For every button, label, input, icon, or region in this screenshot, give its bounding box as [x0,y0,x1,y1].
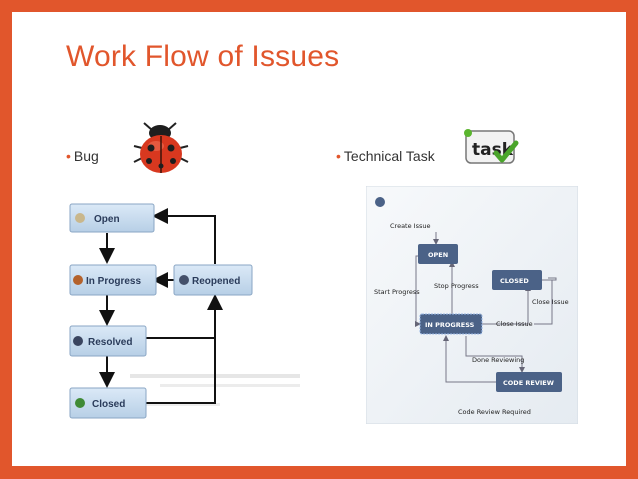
bullet-dot: • [66,148,71,164]
task-checkmark-icon: task [462,125,522,170]
node-closed: Closed [69,387,147,419]
tt-node-open: OPEN [418,244,458,264]
bullet-technical-task: •Technical Task [336,148,435,164]
tt-node-in-progress: IN PROGRESS [419,313,483,335]
node-reopened-label: Reopened [192,276,240,287]
tt-node-closed-label: CLOSED [500,277,529,285]
slide-title: Work Flow of Issues [66,40,340,73]
node-resolved-label: Resolved [88,337,132,348]
bullet-dot: • [336,148,341,164]
bullet-bug: •Bug [66,148,99,164]
transition-start-progress: Start Progress [374,288,420,296]
transition-close-issue-1: Close Issue [532,298,569,306]
ladybug-icon [130,120,192,178]
bullet-bug-label: Bug [73,148,99,164]
tt-node-open-label: OPEN [428,251,448,259]
transition-stop-progress: Stop Progress [434,282,479,290]
node-in-progress: In Progress [69,264,157,296]
bullet-technical-task-label: Technical Task [343,148,435,164]
node-reopened: Reopened [173,264,253,296]
node-in-progress-label: In Progress [86,276,141,287]
node-closed-label: Closed [92,399,125,410]
transition-done-reviewing: Done Reviewing [472,356,524,364]
tt-node-code-review: CODE REVIEW [496,372,562,392]
transition-create-issue: Create Issue [390,222,430,230]
node-open: Open [69,203,155,233]
transition-close-issue-2: Close Issue [496,320,533,328]
node-resolved: Resolved [69,325,147,357]
node-open-label: Open [94,214,120,225]
tt-node-code-review-label: CODE REVIEW [503,379,554,387]
tt-node-closed: CLOSED [492,270,542,290]
transition-code-review-required: Code Review Required [458,408,531,416]
technical-task-workflow-diagram: Create Issue Start Progress Stop Progres… [365,185,579,425]
bug-workflow-diagram: Open In Progress Reopened Resolved Close… [60,198,308,428]
tt-node-in-progress-label: IN PROGRESS [425,321,475,329]
